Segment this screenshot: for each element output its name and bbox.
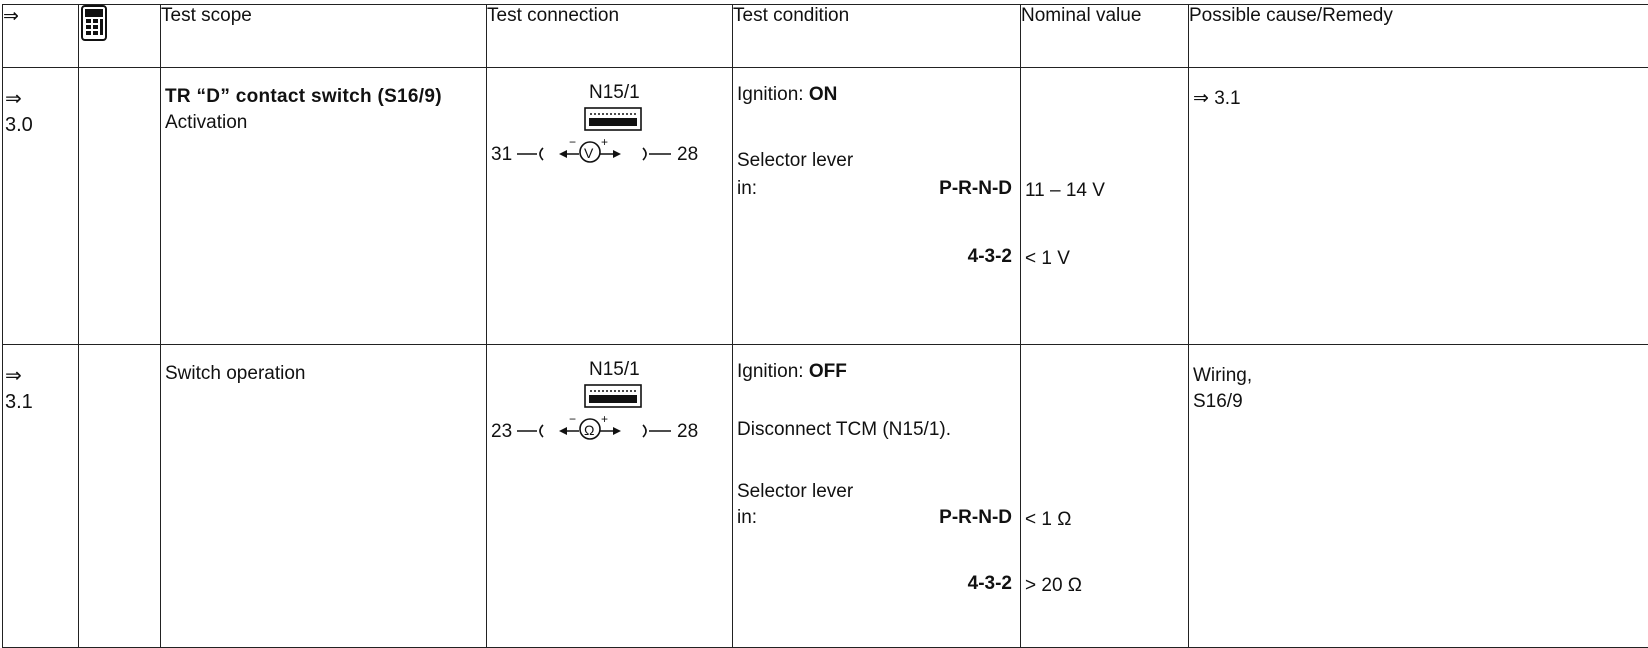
connector-icon [585,385,641,407]
step-cell: ⇒ 3.1 [3,345,79,648]
step-arrow: ⇒ [5,363,78,389]
position-2: 4-3-2 [968,573,1012,595]
step-number: 3.0 [5,112,78,138]
header-test-scope: Test scope [161,5,487,68]
header-test-connection: Test connection [487,5,733,68]
selector-label: Selector lever [737,481,853,503]
table-row: ⇒ 3.1 Switch operation N15/1 23 − [3,345,1648,648]
in-label: in: [737,507,757,529]
svg-text:−: − [569,135,576,149]
in-label: in: [737,178,757,200]
ignition-label: Ignition: [737,84,804,105]
selector-label: Selector lever [737,150,853,172]
remedy-line-2: S16/9 [1193,389,1648,415]
ignition-label: Ignition: [737,361,804,382]
ohmmeter-connection-diagram: N15/1 23 − Ω + 28 [487,345,733,465]
plug-left [540,425,543,437]
scope-cell: TR “D” contact switch (S16/9) Activation [161,68,487,345]
pin-right: 28 [677,144,698,165]
connection-cell: N15/1 31 − V + 28 [487,68,733,345]
ignition-line: Ignition: ON [737,84,837,106]
nominal-cell: 11 – 14 V < 1 V [1021,68,1189,345]
voltmeter-connection-diagram: N15/1 31 − V + 28 [487,68,733,188]
ignition-line: Ignition: OFF [737,361,847,383]
plug-left [540,148,543,160]
nominal-2: < 1 V [1025,248,1070,270]
tester-cell [79,68,161,345]
pin-left: 23 [491,421,512,442]
step-number: 3.1 [5,389,78,415]
tester-cell [79,345,161,648]
remedy-cell: ⇒ 3.1 [1189,68,1648,345]
connector-icon [585,108,641,130]
scope-subtitle: Activation [165,110,486,136]
plug-right [643,148,646,160]
svg-text:+: + [601,412,608,426]
test-table: ⇒ Test scope Test connection Test condit… [2,4,1648,648]
disconnect-instruction: Disconnect TCM (N15/1). [737,419,951,441]
remedy-cell: Wiring, S16/9 [1189,345,1648,648]
position-1: P-R-N-D [939,507,1012,529]
position-2: 4-3-2 [968,246,1012,268]
plug-right [643,425,646,437]
step-arrow: ⇒ [5,86,78,112]
position-1: P-R-N-D [939,178,1012,200]
pin-left: 31 [491,144,512,165]
header-test-condition: Test condition [733,5,1021,68]
connection-cell: N15/1 23 − Ω + 28 [487,345,733,648]
header-possible-cause: Possible cause/Remedy [1189,5,1648,68]
ignition-value: OFF [809,361,847,382]
nominal-2: > 20 Ω [1025,575,1082,597]
remedy-line-1: Wiring, [1193,363,1648,389]
header-nominal-value: Nominal value [1021,5,1189,68]
scope-subtitle: Switch operation [165,361,486,387]
svg-text:+: + [601,135,608,149]
scope-title: TR “D” contact switch (S16/9) [165,84,486,110]
meter-symbol: Ω [584,422,594,438]
scope-cell: Switch operation [161,345,487,648]
ignition-value: ON [809,84,838,105]
condition-cell: Ignition: OFF Disconnect TCM (N15/1). Se… [733,345,1021,648]
nominal-1: < 1 Ω [1025,509,1071,531]
table-row: ⇒ 3.0 TR “D” contact switch (S16/9) Acti… [3,68,1648,345]
header-row: ⇒ Test scope Test connection Test condit… [3,5,1648,68]
tester-device-icon [81,5,107,41]
remedy-line-1: ⇒ 3.1 [1193,86,1648,112]
header-tester-icon-cell [79,5,161,68]
nominal-1: 11 – 14 V [1025,180,1105,202]
svg-text:−: − [569,412,576,426]
module-label: N15/1 [589,359,640,380]
condition-cell: Ignition: ON Selector lever in: P-R-N-D … [733,68,1021,345]
module-label: N15/1 [589,82,640,103]
meter-symbol: V [584,145,594,161]
header-arrow: ⇒ [3,5,79,68]
pin-right: 28 [677,421,698,442]
nominal-cell: < 1 Ω > 20 Ω [1021,345,1189,648]
step-cell: ⇒ 3.0 [3,68,79,345]
